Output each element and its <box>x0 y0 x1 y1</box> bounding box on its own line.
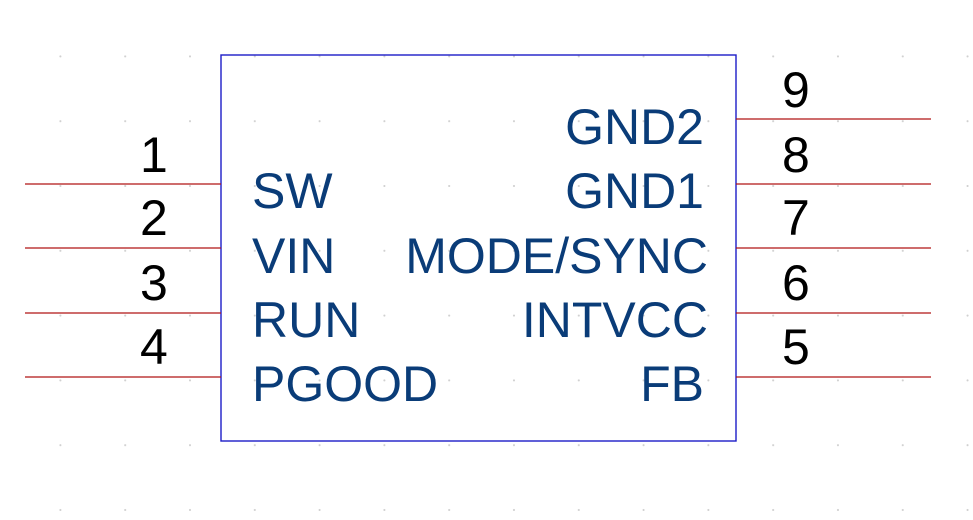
pin-9-number: 9 <box>782 62 810 118</box>
pin-7-number: 7 <box>782 190 810 246</box>
right-pin-group: 9 8 7 6 5 GND2 GND1 MODE/SYNC INTVCC FB <box>405 62 931 412</box>
pin-9-name: GND2 <box>565 99 704 155</box>
pin-1-name: SW <box>252 163 333 219</box>
pin-8-name: GND1 <box>565 163 704 219</box>
pin-3-name: RUN <box>252 292 360 348</box>
pin-8-number: 8 <box>782 127 810 183</box>
pin-3-number: 3 <box>140 255 168 311</box>
pin-1-number: 1 <box>140 127 168 183</box>
pin-7-name: MODE/SYNC <box>405 228 708 284</box>
pin-4-name: PGOOD <box>252 356 438 412</box>
pin-5-name: FB <box>640 356 704 412</box>
pin-5-number: 5 <box>782 319 810 375</box>
pin-4-number: 4 <box>140 319 168 375</box>
pin-2-name: VIN <box>252 228 335 284</box>
pin-6-name: INTVCC <box>522 292 708 348</box>
pin-2-number: 2 <box>140 190 168 246</box>
pin-6-number: 6 <box>782 255 810 311</box>
left-pin-group: 1 2 3 4 SW VIN RUN PGOOD <box>25 127 438 412</box>
